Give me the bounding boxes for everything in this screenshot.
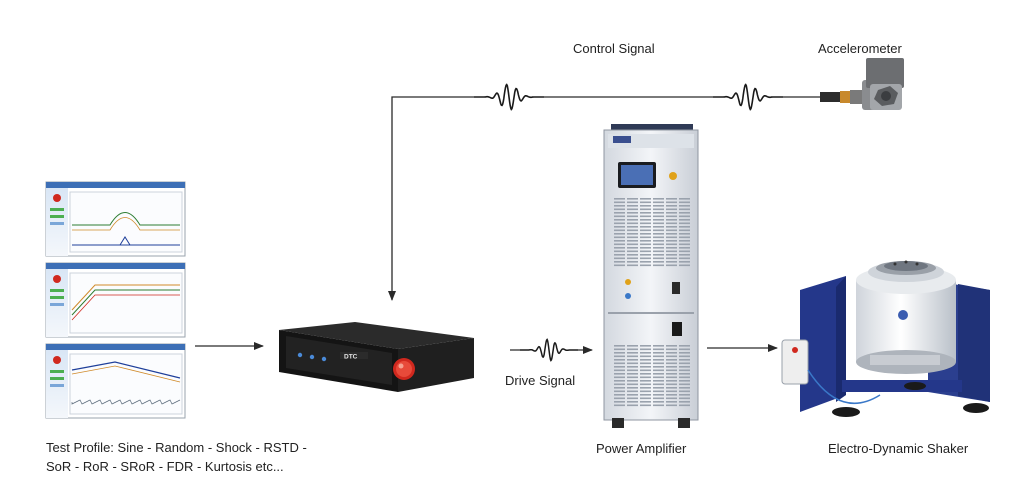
- shaker-label: Electro-Dynamic Shaker: [828, 441, 969, 456]
- drive-signal-waveform-icon: [520, 338, 578, 362]
- test-profile-line-1: Test Profile: Sine - Random - Shock - RS…: [46, 440, 307, 455]
- control-signal-waveform-icon: [713, 83, 783, 111]
- accelerometer-sensor-icon: [820, 58, 904, 110]
- power-amplifier-cabinet-icon: [603, 124, 699, 428]
- control-signal-wire: [388, 96, 822, 301]
- power-amplifier-label: Power Amplifier: [596, 441, 687, 456]
- test-profile-screenshots-icon: [45, 181, 186, 419]
- control-signal-label: Control Signal: [573, 41, 655, 56]
- vibration-controller-icon: DTC: [279, 322, 474, 392]
- accelerometer-label: Accelerometer: [818, 41, 902, 56]
- svg-text:DTC: DTC: [344, 354, 358, 361]
- test-profile-caption: Test Profile: Sine - Random - Shock - RS…: [46, 438, 307, 476]
- drive-signal-label: Drive Signal: [505, 373, 576, 388]
- test-profile-line-2: SoR - RoR - SRoR - FDR - Kurtosis etc...: [46, 459, 284, 474]
- control-signal-waveform-icon: [474, 83, 544, 111]
- electro-dynamic-shaker-icon: [781, 260, 990, 417]
